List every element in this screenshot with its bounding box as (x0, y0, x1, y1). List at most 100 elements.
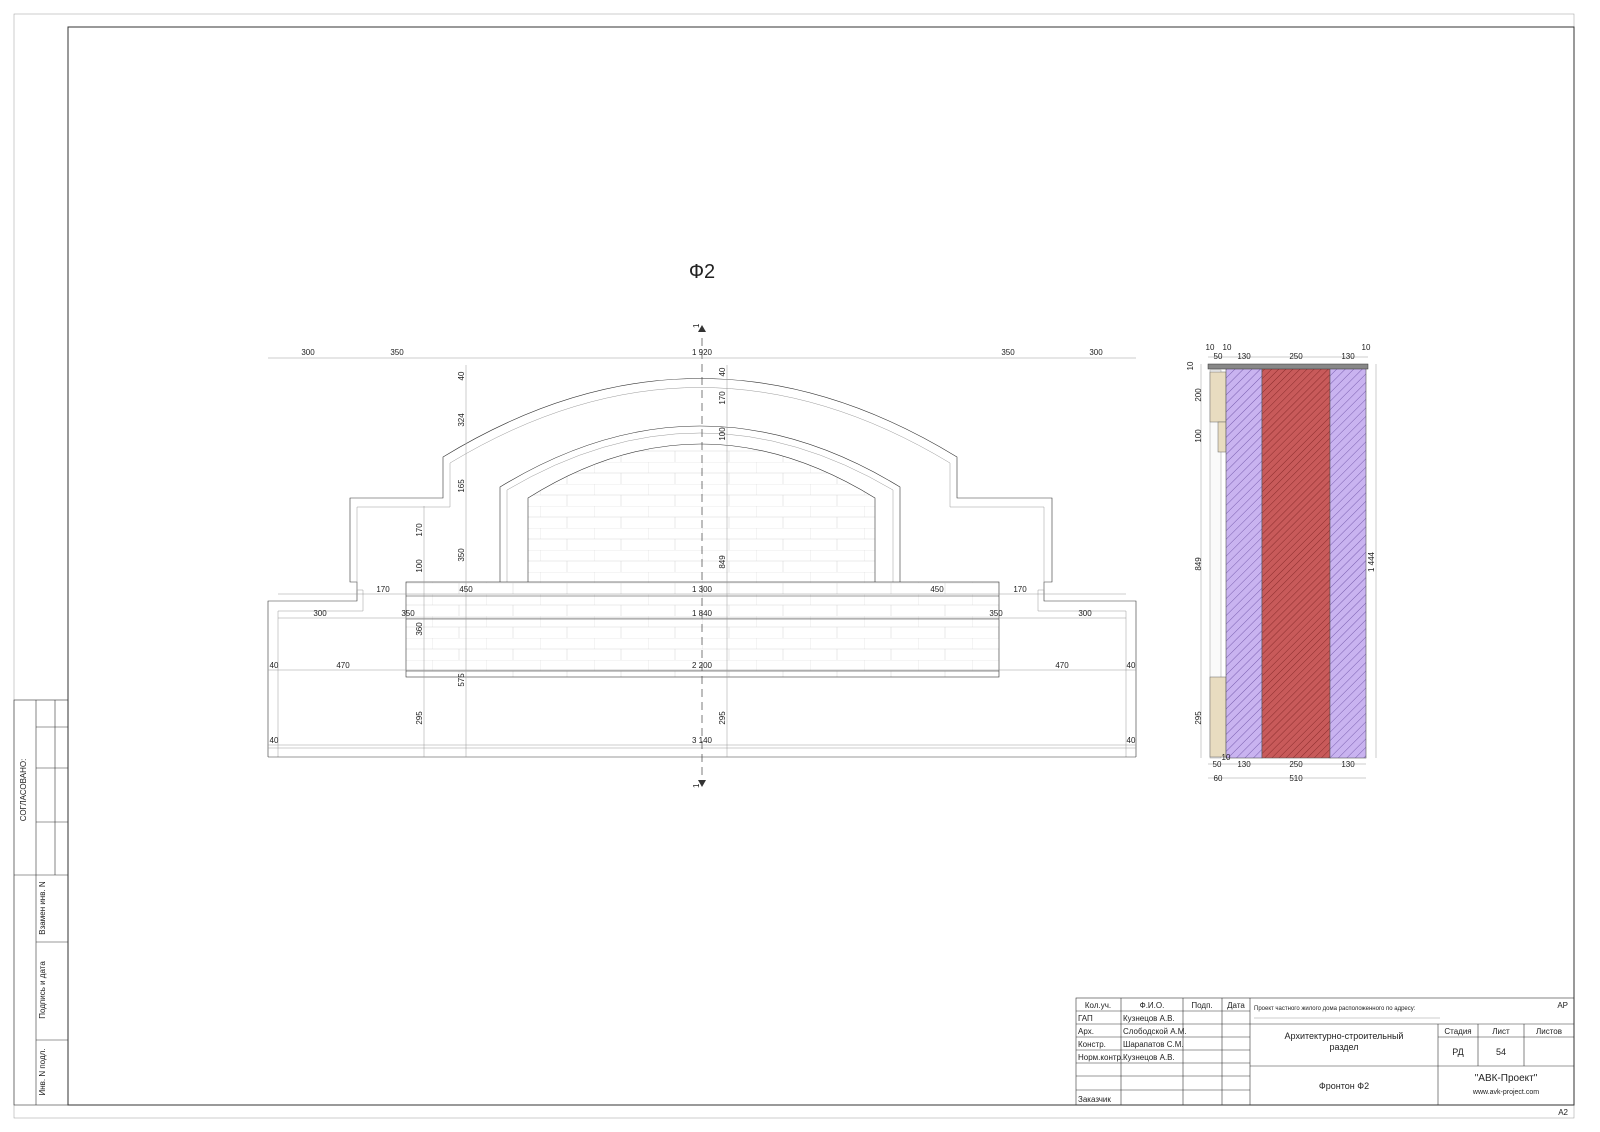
agreed-label: СОГЛАСОВАНО: (19, 759, 28, 822)
dim: 130 (1237, 352, 1251, 361)
dim: 350 (1001, 348, 1015, 357)
dim: 100 (415, 559, 424, 573)
dim: 350 (390, 348, 404, 357)
dim: 1 444 (1367, 551, 1376, 572)
dim: 40 (718, 367, 727, 376)
dim: 849 (718, 555, 727, 569)
dim: 170 (376, 585, 390, 594)
section-view: 10 50 10 130 250 130 10 10 200 100 849 2… (1186, 343, 1377, 783)
sheet-label: Лист (1492, 1027, 1510, 1036)
dim: 300 (313, 609, 327, 618)
dim: 350 (401, 609, 415, 618)
dim: 849 (1194, 557, 1203, 571)
dim: 470 (1055, 661, 1069, 670)
insulation-layer (1225, 366, 1263, 759)
dim: 10 (1362, 343, 1371, 352)
header-sign: Подп. (1191, 1001, 1212, 1010)
front-dims: 300 350 1 920 350 300 170 450 1 300 450 … (270, 348, 1136, 745)
doc-code: АР (1557, 1001, 1568, 1010)
title-block: Кол.уч. Ф.И.О. Подп. Дата ГАП Кузнецов А… (1075, 997, 1575, 1117)
brick-layer (1261, 366, 1331, 759)
header-qty: Кол.уч. (1085, 1001, 1111, 1010)
drawing-frame (67, 26, 1575, 1106)
dim: 1 840 (692, 609, 713, 618)
dim: 10 (1222, 753, 1231, 762)
dim: 300 (301, 348, 315, 357)
header-date: Дата (1227, 1001, 1245, 1010)
dim: 40 (457, 371, 466, 380)
stage-value: РД (1452, 1047, 1464, 1057)
dim: 100 (1194, 429, 1203, 443)
dim: 200 (1194, 388, 1203, 402)
dim: 300 (1078, 609, 1092, 618)
stone-cornice (1209, 371, 1227, 423)
inv-orig-label: Инв. N подл. (38, 1048, 47, 1095)
dim: 360 (415, 622, 424, 636)
dim: 3 140 (692, 736, 713, 745)
dim: 470 (336, 661, 350, 670)
role-arch: Арх. (1078, 1027, 1094, 1036)
dim: 450 (930, 585, 944, 594)
dim: 10 (1206, 343, 1215, 352)
dim: 295 (415, 711, 424, 725)
dim: 575 (457, 673, 466, 687)
name-arch: Слободской А.М. (1123, 1027, 1187, 1036)
dim: 60 (1214, 774, 1223, 783)
sheet-value: 54 (1496, 1047, 1506, 1057)
company-name: "АВК-Проект" (1475, 1073, 1538, 1084)
stone-base (1209, 676, 1227, 758)
drawing-title: Ф2 (689, 261, 715, 283)
name-constr: Шарапатов С.М. (1123, 1040, 1184, 1049)
project-address: Проект частного жилого дома расположенно… (1254, 1006, 1416, 1012)
dim: 300 (1089, 348, 1103, 357)
role-norm: Норм.контр. (1078, 1053, 1123, 1062)
dim: 10 (1223, 343, 1232, 352)
dim: 40 (1127, 661, 1136, 670)
side-stamp: СОГЛАСОВАНО: Взамен инв. N Подпись и дат… (13, 699, 69, 1106)
dim: 50 (1214, 352, 1223, 361)
dim: 40 (1127, 736, 1136, 745)
dim: 170 (415, 523, 424, 537)
dim: 1 300 (692, 585, 713, 594)
sign-date-label: Подпись и дата (38, 961, 47, 1019)
dim: 50 (1213, 760, 1222, 769)
dim: 10 (1186, 361, 1195, 370)
inner-layer (1329, 366, 1367, 759)
dim: 165 (457, 479, 466, 493)
company-website: www.avk-project.com (1472, 1089, 1539, 1096)
role-constr: Констр. (1078, 1040, 1106, 1049)
name-norm: Кузнецов А.В. (1123, 1053, 1175, 1062)
dim: 40 (270, 661, 279, 670)
dim: 130 (1341, 352, 1355, 361)
dim: 295 (718, 711, 727, 725)
section-mark-bottom: 1 (692, 783, 701, 788)
dim: 40 (270, 736, 279, 745)
customer-label: Заказчик (1078, 1095, 1111, 1104)
dim: 2 200 (692, 661, 713, 670)
dim: 130 (1341, 760, 1355, 769)
dim: 250 (1289, 352, 1303, 361)
dim: 130 (1237, 760, 1251, 769)
drawing-name: Фронтон Ф2 (1319, 1081, 1369, 1091)
front-elevation: 1 1 300 350 1 920 350 300 170 450 1 300 … (267, 323, 1137, 788)
dim: 1 920 (692, 348, 713, 357)
dim: 324 (457, 413, 466, 427)
dim: 250 (1289, 760, 1303, 769)
dim: 350 (989, 609, 1003, 618)
dim: 295 (1194, 711, 1203, 725)
dim: 350 (457, 548, 466, 562)
dim: 100 (718, 427, 727, 441)
cap (1207, 363, 1369, 370)
role-gap: ГАП (1078, 1014, 1093, 1023)
dim: 510 (1289, 774, 1303, 783)
section-mark-top: 1 (692, 323, 701, 328)
replace-inv-label: Взамен инв. N (38, 881, 47, 935)
name-gap: Кузнецов А.В. (1123, 1014, 1175, 1023)
sheets-label: Листов (1536, 1027, 1562, 1036)
header-name: Ф.И.О. (1140, 1001, 1165, 1010)
stage-label: Стадия (1444, 1027, 1471, 1036)
sheet-format: А2 (1558, 1108, 1568, 1117)
dim: 170 (718, 391, 727, 405)
